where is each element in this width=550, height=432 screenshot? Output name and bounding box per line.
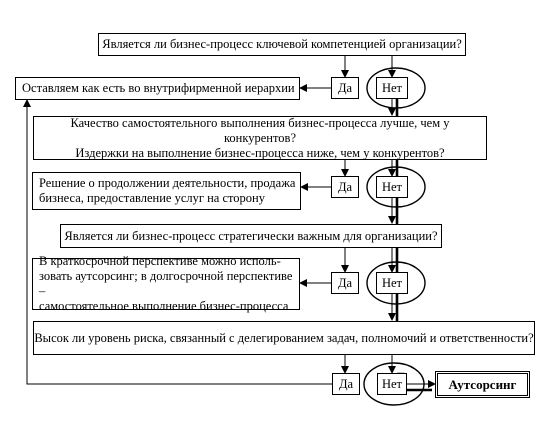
question-strategic: Является ли бизнес-процесс стратегически…: [60, 224, 442, 248]
yes-box-2: Да: [331, 176, 359, 198]
decision-continue-sell: Решение о продолжении деятельности, прод…: [32, 172, 301, 210]
decision-short-term-outsourcing-text: В краткосрочной перспективе можно исполь…: [39, 254, 293, 313]
question-cost-text: Издержки на выполнение бизнес-процесса н…: [75, 145, 445, 160]
yes-label: Да: [337, 275, 353, 290]
result-outsourcing: Аутсорсинг: [435, 371, 530, 398]
question-key-competence: Является ли бизнес-процесс ключевой комп…: [98, 33, 466, 56]
no-label: Нет: [381, 80, 403, 95]
no-label: Нет: [381, 179, 403, 194]
question-quality-text: Качество самостоятельного выполнения биз…: [70, 115, 450, 145]
yes-label: Да: [337, 179, 353, 194]
result-outsourcing-text: Аутсорсинг: [448, 376, 517, 392]
question-strategic-text: Является ли бизнес-процесс стратегически…: [64, 228, 438, 243]
question-quality-cost: Качество самостоятельного выполнения биз…: [33, 116, 487, 160]
question-risk: Высок ли уровень риска, связанный с деле…: [33, 321, 535, 355]
question-risk-text: Высок ли уровень риска, связанный с деле…: [34, 330, 534, 345]
decision-keep-in-house-text: Оставляем как есть во внутрифирменной ие…: [22, 81, 295, 95]
no-box-3: Нет: [376, 272, 408, 294]
no-box-1: Нет: [376, 77, 408, 99]
question-key-competence-text: Является ли бизнес-процесс ключевой комп…: [102, 37, 462, 51]
no-label: Нет: [381, 376, 403, 391]
decision-keep-in-house: Оставляем как есть во внутрифирменной ие…: [15, 77, 300, 100]
decision-continue-sell-text: Решение о продолжении деятельности, прод…: [39, 176, 296, 205]
yes-box-4: Да: [332, 373, 360, 395]
yes-box-3: Да: [331, 272, 359, 294]
no-box-4: Нет: [377, 373, 407, 395]
no-box-2: Нет: [376, 176, 408, 198]
yes-label: Да: [338, 376, 354, 391]
yes-label: Да: [337, 80, 353, 95]
decision-short-term-outsourcing: В краткосрочной перспективе можно исполь…: [32, 254, 300, 313]
no-label: Нет: [381, 275, 403, 290]
yes-box-1: Да: [331, 77, 359, 99]
